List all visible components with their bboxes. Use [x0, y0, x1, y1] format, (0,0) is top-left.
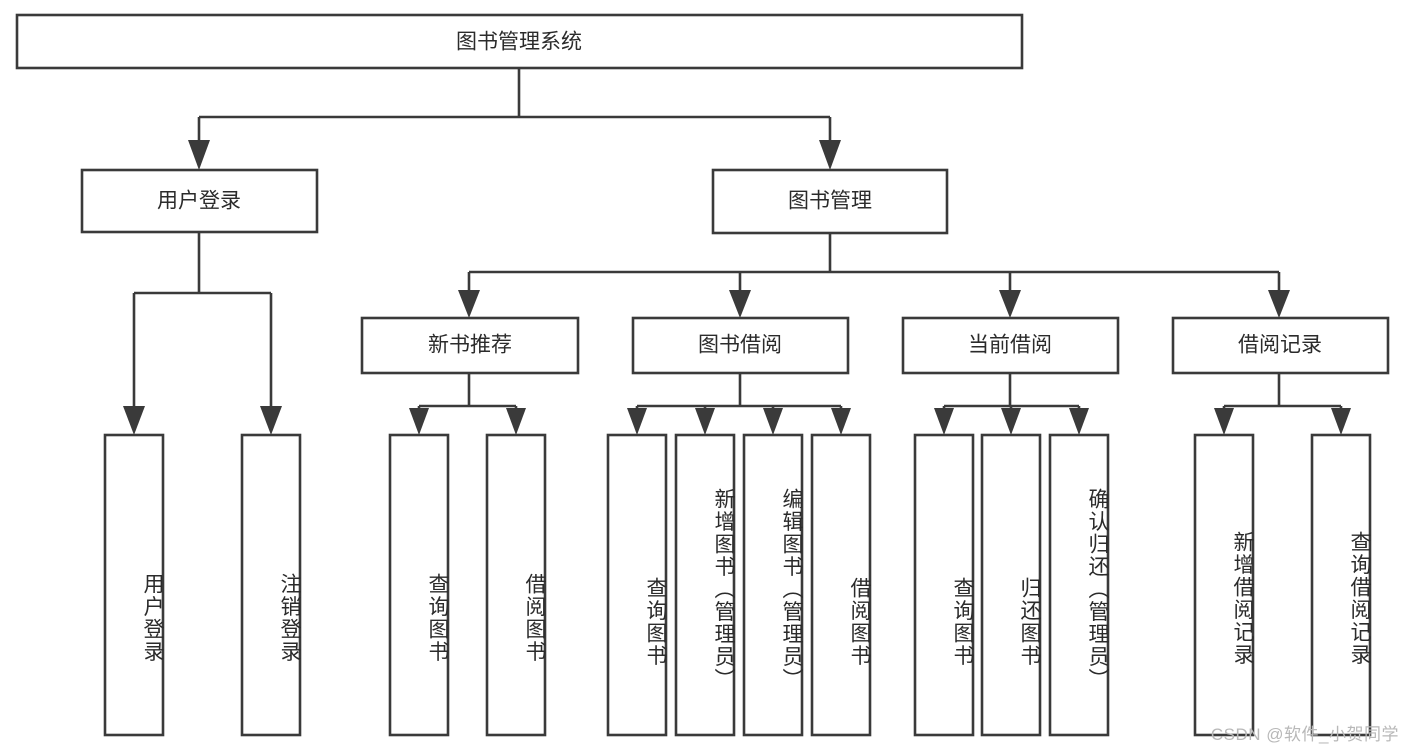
node-borrow-record-label: 借阅记录 [1238, 334, 1322, 357]
arrowhead-user-login [188, 140, 210, 170]
leaf-box-borrowrecord-1[interactable] [1310, 433, 1372, 737]
arrowhead-borrow-leaf-2 [763, 408, 783, 435]
arrowhead-borrow-leaf-1 [695, 408, 715, 435]
arrowhead-group [123, 140, 1351, 435]
arrowhead-newbook [458, 290, 480, 318]
leaf-box-user-login-1[interactable] [240, 433, 302, 737]
arrowhead-record-leaf-1 [1331, 408, 1351, 435]
node-current-borrow-label: 当前借阅 [968, 334, 1052, 357]
arrowhead-bookborrow [729, 290, 751, 318]
node-user-login-box[interactable] [80, 168, 319, 234]
leaf-box-bookborrow-2[interactable] [742, 433, 804, 737]
leaf-box-currentborrow-0[interactable] [913, 433, 975, 737]
arrowhead-newbook-leaf-1 [506, 408, 526, 435]
arrowhead-newbook-leaf-0 [409, 408, 429, 435]
node-box-group [15, 13, 1390, 737]
horizontal-label-group: 图书管理系统 用户登录 图书管理 新书推荐 图书借阅 当前借阅 借阅记录 [157, 31, 1322, 357]
arrowhead-current-leaf-1 [1001, 408, 1021, 435]
node-borrow-record-box[interactable] [1171, 316, 1390, 375]
leaf-box-newbook-1[interactable] [485, 433, 547, 737]
leaf-box-bookborrow-0[interactable] [606, 433, 668, 737]
node-book-manage-label: 图书管理 [788, 190, 872, 213]
arrowhead-leaf-user-login [123, 406, 145, 435]
arrowhead-borrow-leaf-0 [627, 408, 647, 435]
leaf-box-borrowrecord-0[interactable] [1193, 433, 1255, 737]
arrowhead-borrowrecord [1268, 290, 1290, 318]
node-book-borrow-box[interactable] [631, 316, 850, 375]
arrowhead-book-manage [819, 140, 841, 170]
arrowhead-borrow-leaf-3 [831, 408, 851, 435]
leaf-box-bookborrow-3[interactable] [810, 433, 872, 737]
arrowhead-leaf-logout [260, 406, 282, 435]
leaf-box-currentborrow-1[interactable] [980, 433, 1042, 737]
arrowhead-currentborrow [999, 290, 1021, 318]
node-root-box[interactable] [15, 13, 1024, 70]
arrowhead-current-leaf-2 [1069, 408, 1089, 435]
watermark-label: CSDN @软件_小贺同学 [1210, 725, 1399, 744]
arrowhead-record-leaf-0 [1214, 408, 1234, 435]
node-current-borrow-box[interactable] [901, 316, 1120, 375]
leaf-box-currentborrow-2[interactable] [1048, 433, 1110, 737]
leaf-box-bookborrow-1[interactable] [674, 433, 736, 737]
node-user-login-label: 用户登录 [157, 190, 241, 213]
node-root-label: 图书管理系统 [456, 31, 582, 54]
node-new-book-recommend-label: 新书推荐 [428, 334, 512, 357]
node-book-manage-box[interactable] [711, 168, 949, 235]
node-book-borrow-label: 图书借阅 [698, 334, 782, 357]
arrowhead-current-leaf-0 [934, 408, 954, 435]
node-new-book-recommend-box[interactable] [360, 316, 580, 375]
leaf-box-user-login-0[interactable] [103, 433, 165, 737]
leaf-box-newbook-0[interactable] [388, 433, 450, 737]
